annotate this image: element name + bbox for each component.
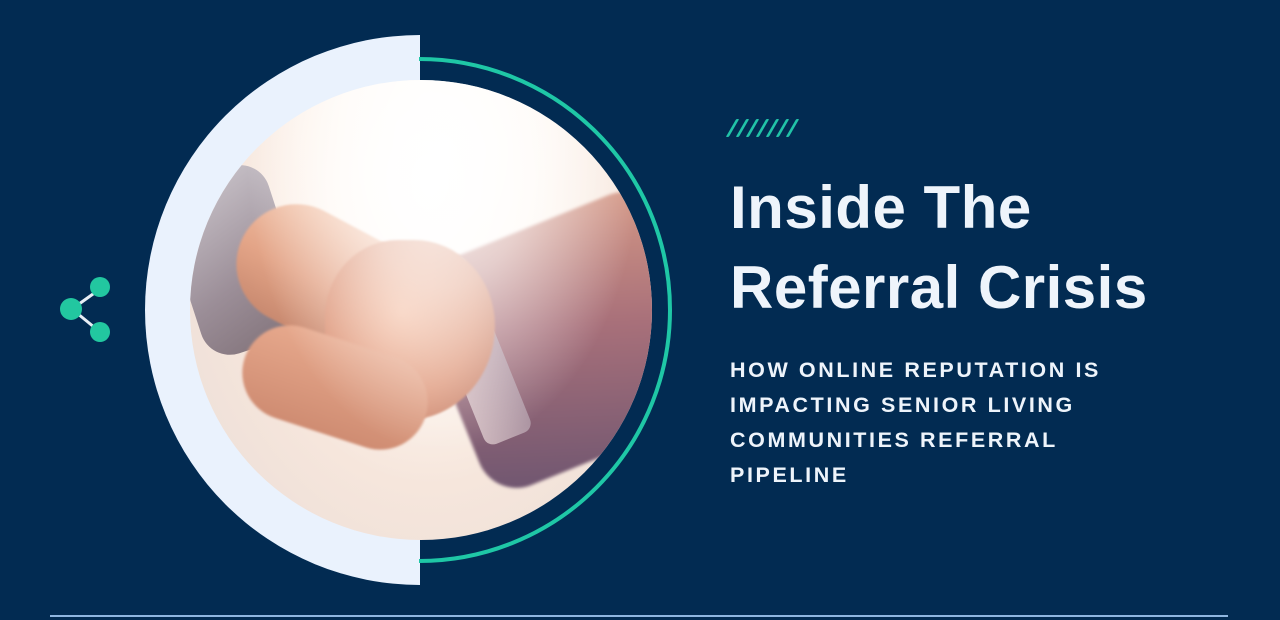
bottom-divider <box>50 615 1228 617</box>
title-line-1: Inside The <box>730 174 1032 241</box>
handshake-photo <box>190 80 652 540</box>
decorative-stripes <box>725 119 800 137</box>
photo-light-glow <box>190 80 652 540</box>
subtitle: HOW ONLINE REPUTATION IS IMPACTING SENIO… <box>730 353 1230 493</box>
title-line-2: Referral Crisis <box>730 254 1148 321</box>
subtitle-line-4: PIPELINE <box>730 463 849 487</box>
share-icon[interactable] <box>58 274 114 346</box>
stripe <box>785 119 800 137</box>
subtitle-line-1: HOW ONLINE REPUTATION IS <box>730 358 1101 382</box>
subtitle-line-2: IMPACTING SENIOR LIVING <box>730 393 1075 417</box>
subtitle-line-3: COMMUNITIES REFERRAL <box>730 428 1058 452</box>
page-title: Inside The Referral Crisis <box>730 168 1148 328</box>
